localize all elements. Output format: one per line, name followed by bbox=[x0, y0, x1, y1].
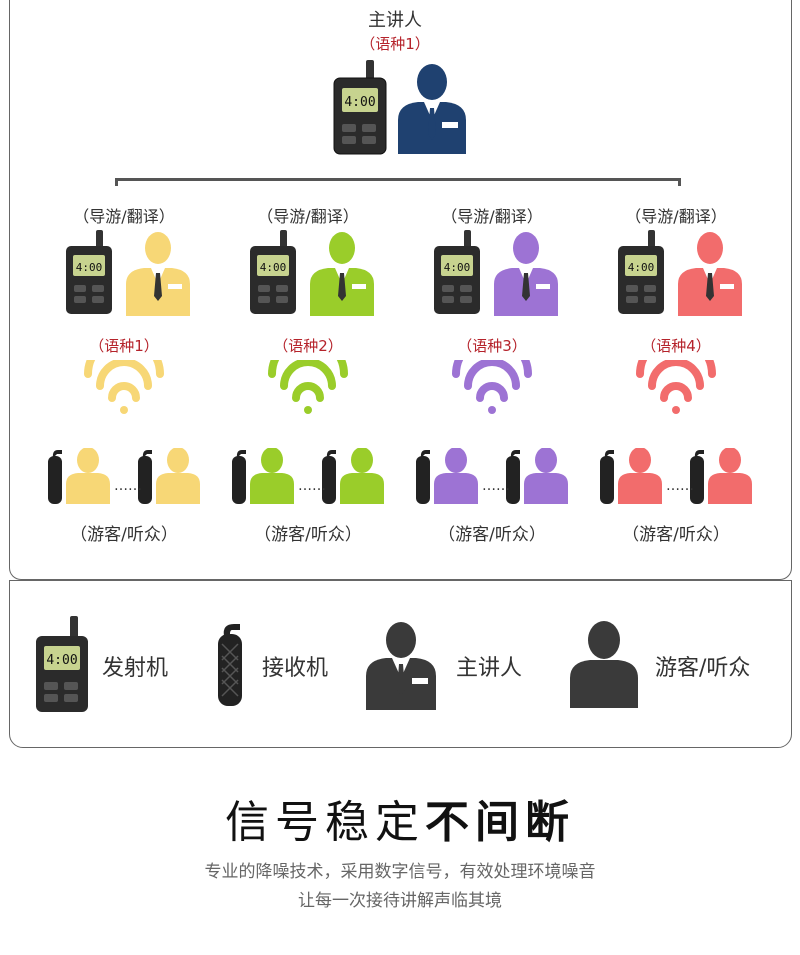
branch-line bbox=[115, 178, 681, 181]
audience-person-icon bbox=[524, 448, 568, 504]
audience-person-icon bbox=[340, 448, 384, 504]
legend-receiver-icon bbox=[218, 624, 242, 706]
receiver-icon bbox=[416, 450, 430, 504]
audience-person-icon bbox=[250, 448, 294, 504]
ellipsis: …… bbox=[114, 478, 142, 494]
receiver-icon bbox=[322, 450, 336, 504]
receiver-icon bbox=[506, 450, 520, 504]
guide-person-icon bbox=[494, 232, 558, 316]
transmitter-icon: 4:00 bbox=[434, 230, 480, 314]
guide-icon-group: 4:00 bbox=[250, 230, 374, 316]
branch-tick-2 bbox=[678, 178, 681, 186]
speaker-person-icon bbox=[398, 64, 466, 154]
legend-transmitter-icon: 4:00 bbox=[36, 616, 88, 712]
speaker-language: （语种1） bbox=[360, 35, 430, 53]
audience-person-icon bbox=[708, 448, 752, 504]
ellipsis: …… bbox=[298, 478, 326, 494]
diagram-frame bbox=[9, 0, 792, 580]
audience-person-icon bbox=[156, 448, 200, 504]
device-screen-text: 4:00 bbox=[444, 261, 471, 274]
group-role-label: （导游/翻译） bbox=[73, 207, 175, 226]
group-audience-label: （游客/听众） bbox=[438, 525, 546, 545]
signal-wave-icon bbox=[84, 360, 164, 414]
receiver-icon bbox=[600, 450, 614, 504]
transmitter-icon: 4:00 bbox=[66, 230, 112, 314]
speaker-icon-group: 4:00 bbox=[333, 60, 466, 155]
legend-speaker-label: 主讲人 bbox=[456, 656, 523, 681]
legend-audience-icon bbox=[570, 621, 638, 708]
signal-wave-icon bbox=[268, 360, 348, 414]
headline: 信号稳定不间断 bbox=[0, 786, 800, 850]
speaker-title: 主讲人 bbox=[368, 10, 422, 31]
audience-icon-group bbox=[416, 448, 568, 504]
subtitle-line-2: 让每一次接待讲解声临其境 bbox=[298, 891, 502, 911]
transmitter-icon: 4:00 bbox=[250, 230, 296, 314]
guide-person-icon bbox=[678, 232, 742, 316]
branch-tick-1 bbox=[115, 178, 118, 186]
group-role-label: （导游/翻译） bbox=[441, 207, 543, 226]
audience-icon-group bbox=[48, 448, 200, 504]
receiver-icon bbox=[138, 450, 152, 504]
device-screen-text: 4:00 bbox=[344, 95, 375, 110]
device-screen-text: 4:00 bbox=[46, 653, 77, 668]
headline-bold: 不间断 bbox=[425, 797, 575, 848]
guide-icon-group: 4:00 bbox=[66, 230, 190, 316]
device-screen-text: 4:00 bbox=[260, 261, 287, 274]
device-screen-text: 4:00 bbox=[76, 261, 103, 274]
guide-icon-group: 4:00 bbox=[434, 230, 558, 316]
receiver-icon bbox=[48, 450, 62, 504]
transmitter-icon: 4:00 bbox=[618, 230, 664, 314]
guide-person-icon bbox=[126, 232, 190, 316]
group-audience-label: （游客/听众） bbox=[254, 525, 362, 545]
group-role-label: （导游/翻译） bbox=[625, 207, 727, 226]
device-screen-text: 4:00 bbox=[628, 261, 655, 274]
headline-normal: 信号稳定 bbox=[225, 797, 425, 848]
ellipsis: …… bbox=[482, 478, 510, 494]
signal-wave-icon bbox=[636, 360, 716, 414]
ellipsis: …… bbox=[666, 478, 694, 494]
guide-icon-group: 4:00 bbox=[618, 230, 742, 316]
subtitle-line-1: 专业的降噪技术，采用数字信号，有效处理环境噪音 bbox=[204, 862, 596, 882]
legend-frame bbox=[9, 580, 792, 748]
receiver-icon bbox=[232, 450, 246, 504]
group-audience-label: （游客/听众） bbox=[622, 525, 730, 545]
receiver-icon bbox=[690, 450, 704, 504]
group-language-label: （语种2） bbox=[273, 337, 343, 355]
group-language-label: （语种4） bbox=[641, 337, 711, 355]
group-role-label: （导游/翻译） bbox=[257, 207, 359, 226]
signal-wave-icon bbox=[452, 360, 532, 414]
legend-speaker-icon bbox=[366, 622, 436, 710]
audience-person-icon bbox=[66, 448, 110, 504]
audience-person-icon bbox=[434, 448, 478, 504]
transmitter-icon: 4:00 bbox=[333, 60, 387, 155]
group-language-label: （语种1） bbox=[89, 337, 159, 355]
audience-person-icon bbox=[618, 448, 662, 504]
audience-icon-group bbox=[232, 448, 384, 504]
legend-audience-label: 游客/听众 bbox=[655, 656, 751, 681]
audience-icon-group bbox=[600, 448, 752, 504]
legend-transmitter-label: 发射机 bbox=[102, 656, 169, 681]
guide-person-icon bbox=[310, 232, 374, 316]
legend-receiver-label: 接收机 bbox=[262, 656, 329, 681]
group-audience-label: （游客/听众） bbox=[70, 525, 178, 545]
group-language-label: （语种3） bbox=[457, 337, 527, 355]
